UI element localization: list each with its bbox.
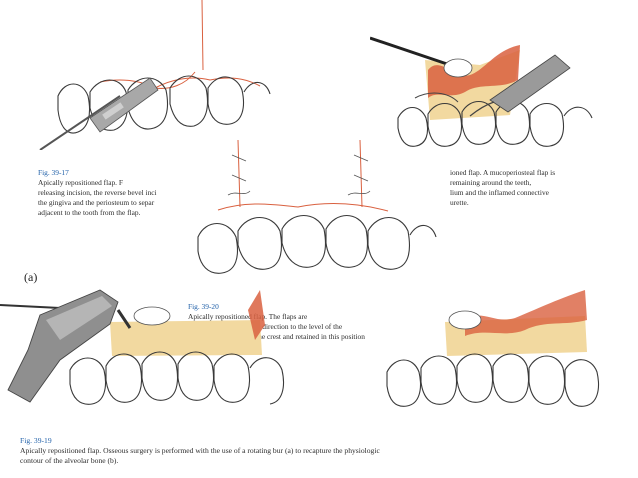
illustration-incision	[30, 0, 280, 150]
figure-number: Fig. 39-17	[38, 168, 69, 177]
caption-fig-39-18: ioned flap. A mucoperiosteal flap is rem…	[450, 158, 630, 208]
figure-number: Fig. 39-19	[20, 436, 52, 445]
tooth	[57, 83, 91, 134]
caption-text: Apically repositioned flap. Osseous surg…	[20, 446, 380, 465]
caption-text: Apically repositioned flap. F releasing …	[38, 178, 157, 217]
handpiece-icon	[0, 289, 132, 403]
illustration-flap-reflected	[370, 20, 610, 160]
illustration-flap-sutured	[188, 135, 443, 285]
caption-fig-39-19: Fig. 39-19 Apically repositioned flap. O…	[20, 426, 620, 466]
caption-fig-39-17: Fig. 39-17 Apically repositioned flap. F…	[38, 158, 218, 218]
panel-label-a: (a)	[24, 270, 38, 284]
illustration-osseous-surgery-b	[385, 290, 615, 415]
scalpel-icon	[39, 77, 159, 150]
curette-icon	[370, 36, 571, 117]
illustration-osseous-surgery-a	[0, 280, 300, 415]
figure-number: Fig. 39-20	[188, 302, 219, 311]
caption-text: ioned flap. A mucoperiosteal flap is rem…	[450, 168, 556, 207]
